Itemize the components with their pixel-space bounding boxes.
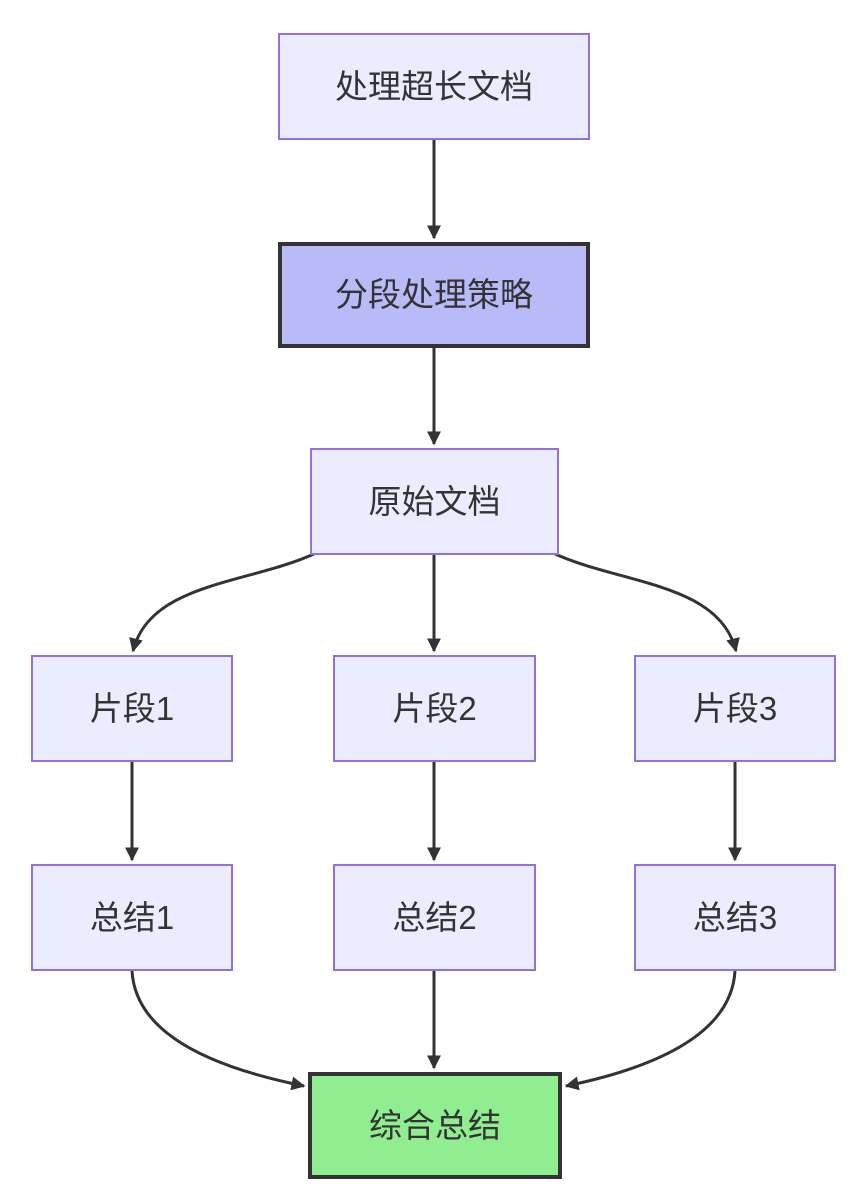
node-fragment-3: 片段3	[634, 655, 836, 762]
node-fragment-2-label: 片段2	[392, 689, 477, 727]
node-summary-1-label: 总结1	[89, 898, 175, 936]
node-fragment-3-label: 片段3	[692, 689, 778, 727]
node-segmentation-strategy-label: 分段处理策略	[335, 276, 533, 314]
node-summary-3-label: 总结3	[692, 898, 778, 936]
node-fragment-1: 片段1	[31, 655, 233, 762]
node-fragment-2: 片段2	[333, 655, 536, 762]
node-original-document: 原始文档	[310, 448, 559, 555]
node-final-summary-label: 综合总结	[369, 1106, 501, 1144]
node-summary-2-label: 总结2	[392, 898, 477, 936]
edge-original-to-fragment-1	[129, 551, 317, 653]
node-final-summary: 综合总结	[308, 1072, 562, 1179]
node-process-long-document: 处理超长文档	[278, 33, 590, 140]
edge-summary-1-to-final	[130, 970, 306, 1091]
node-process-long-document-label: 处理超长文档	[335, 67, 533, 105]
node-original-document-label: 原始文档	[368, 482, 501, 520]
node-fragment-1-label: 片段1	[89, 689, 175, 727]
edge-original-to-fragment-3	[552, 551, 740, 653]
edge-summary-3-to-final	[564, 970, 737, 1091]
node-summary-3: 总结3	[634, 864, 836, 971]
node-segmentation-strategy: 分段处理策略	[278, 242, 590, 348]
node-summary-2: 总结2	[333, 864, 536, 971]
node-summary-1: 总结1	[31, 864, 233, 971]
